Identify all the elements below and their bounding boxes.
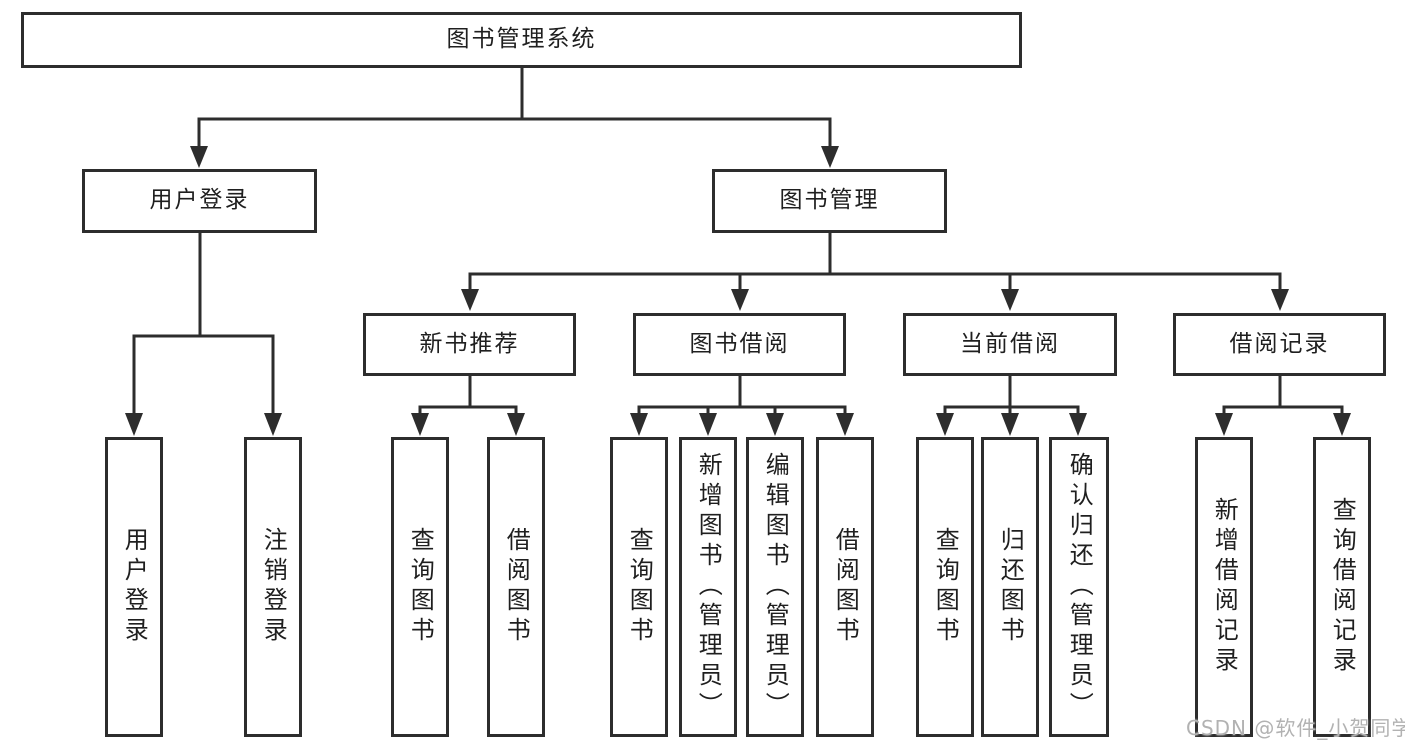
leaf-query-books-recommend: 查询图书 — [391, 437, 449, 737]
node-book-management-branch: 图书管理 — [712, 169, 947, 233]
leaf-query-books-borrow: 查询图书 — [610, 437, 668, 737]
node-book-borrow: 图书借阅 — [633, 313, 846, 376]
node-current-borrow: 当前借阅 — [903, 313, 1117, 376]
leaf-query-books-current: 查询图书 — [916, 437, 974, 737]
node-user-login-branch: 用户登录 — [82, 169, 317, 233]
leaf-add-book-admin: 新增图书（管理员） — [679, 437, 737, 737]
watermark: CSDN @软件_小贺同学 — [1186, 716, 1405, 740]
leaf-logout: 注销登录 — [244, 437, 302, 737]
node-borrow-records: 借阅记录 — [1173, 313, 1386, 376]
node-new-book-recommend: 新书推荐 — [363, 313, 576, 376]
leaf-user-login: 用户登录 — [105, 437, 163, 737]
leaf-add-borrow-record: 新增借阅记录 — [1195, 437, 1253, 737]
leaf-confirm-return-admin: 确认归还（管理员） — [1049, 437, 1109, 737]
node-root-system: 图书管理系统 — [21, 12, 1022, 68]
leaf-query-borrow-record: 查询借阅记录 — [1313, 437, 1371, 737]
arrowheads — [125, 146, 1351, 436]
leaf-return-book: 归还图书 — [981, 437, 1039, 737]
leaf-borrow-books-recommend: 借阅图书 — [487, 437, 545, 737]
leaf-borrow-book: 借阅图书 — [816, 437, 874, 737]
leaf-edit-book-admin: 编辑图书（管理员） — [746, 437, 804, 737]
